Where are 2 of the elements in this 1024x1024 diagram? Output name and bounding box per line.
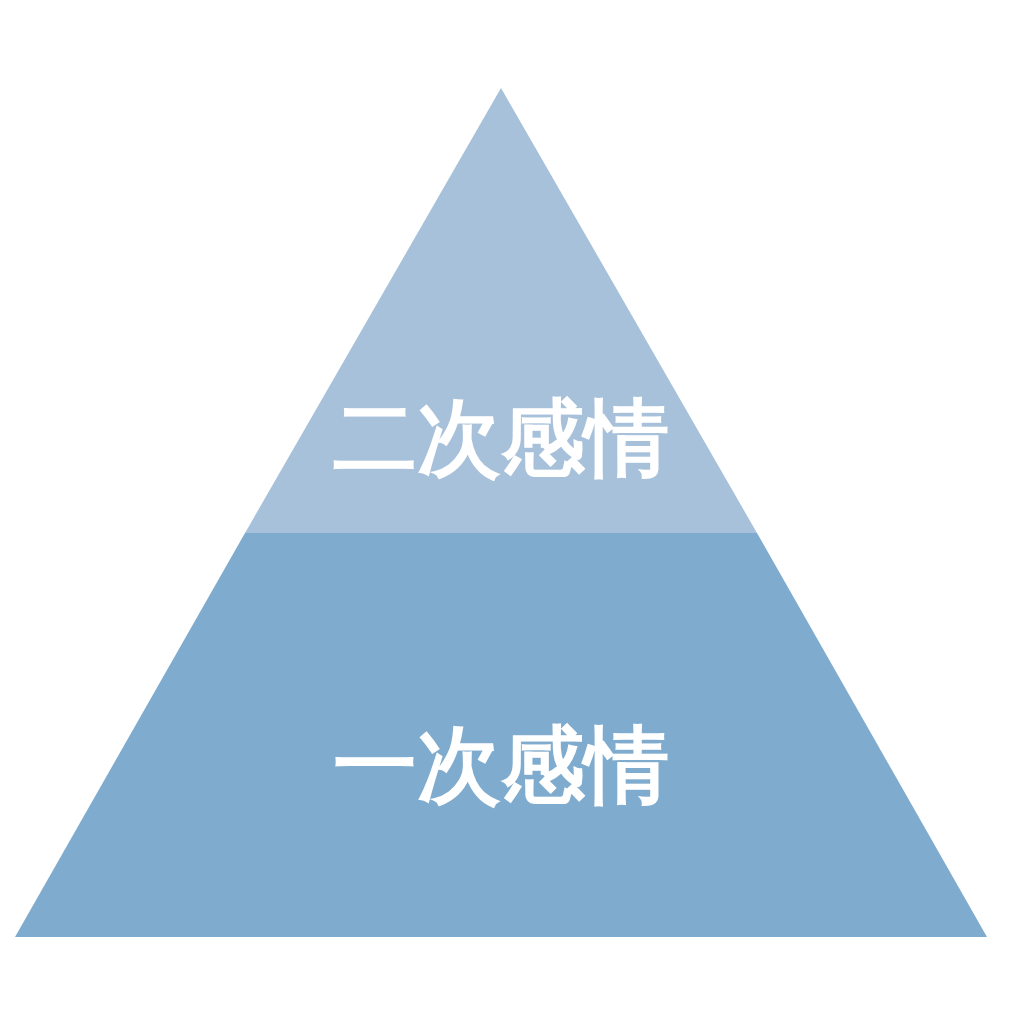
- band-label: 一次感情: [332, 715, 670, 815]
- band-label: 二次感情: [332, 388, 670, 488]
